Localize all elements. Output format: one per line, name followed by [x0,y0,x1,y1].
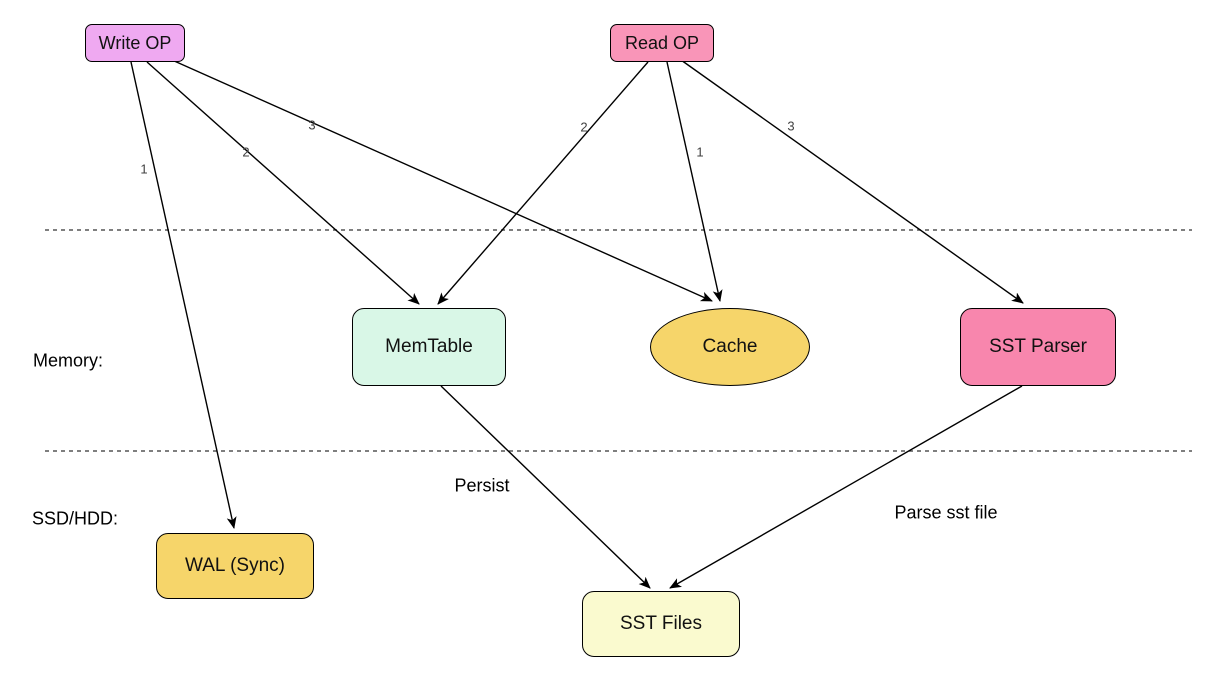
edge-write-to-cache [171,59,713,302]
edge-read-to-memtable [437,61,649,305]
ssd-hdd-section-label: SSD/HDD: [31,508,119,529]
node-write-op: Write OP [85,24,185,62]
edge-label-write-wal: 1 [140,161,148,177]
node-sst-files: SST Files [582,591,740,657]
edge-label-persist: Persist [454,475,510,496]
node-memtable: MemTable [352,308,506,386]
edge-label-parse-sst-file: Parse sst file [894,502,998,523]
edge-write-to-wal [130,61,237,529]
node-cache: Cache [650,308,810,386]
node-read-op: Read OP [610,24,714,62]
edge-read-to-cache [666,61,723,302]
edge-memtable-to-sst-files [440,385,651,589]
memory-section-label: Memory: [32,350,104,371]
node-wal-sync: WAL (Sync) [156,533,314,599]
edge-write-to-memtable [146,61,420,305]
node-sst-parser: SST Parser [960,308,1116,386]
edge-label-read-cache: 1 [696,144,704,160]
edge-label-write-memtable: 2 [242,144,250,160]
edge-label-write-cache: 3 [308,117,316,133]
edge-label-read-sst-parser: 3 [787,118,795,134]
edge-label-read-memtable: 2 [580,119,588,135]
edge-read-to-sst-parser [680,59,1024,304]
edge-sst-parser-to-sst-files [669,385,1023,589]
